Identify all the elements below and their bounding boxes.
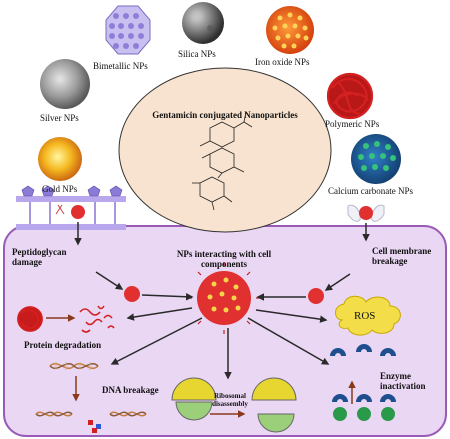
polymeric-np-icon — [326, 72, 374, 120]
calcium-carbonate-np-icon — [351, 134, 401, 184]
arrow-breakage-to-np — [324, 273, 351, 291]
label-silica-nps: Silica NPs — [178, 49, 216, 59]
label-cell-center: NPs interacting with cell components — [176, 249, 272, 269]
conjugate-oval — [118, 67, 332, 233]
label-membrane-breakage: Cell membrane breakage — [372, 246, 432, 266]
dna-icon — [49, 362, 99, 370]
gold-np-icon — [38, 137, 82, 181]
label-calcium-carbonate-nps: Calcium carbonate NPs — [328, 186, 413, 196]
np-right — [308, 288, 324, 304]
arrow-to-dna — [110, 317, 203, 365]
silica-np-icon — [182, 2, 224, 44]
cell-membrane-icon — [347, 204, 385, 222]
label-ros: ROS — [354, 310, 376, 322]
label-bimetallic-nps: Bimetallic NPs — [93, 61, 148, 71]
label-iron-oxide-nps: Iron oxide NPs — [255, 57, 310, 67]
label-enzyme-inactivation: Enzyme inactivation — [380, 371, 426, 391]
center-title: Gentamicin conjugated Nanoparticles — [152, 110, 298, 120]
label-peptidoglycan-damage: Peptidoglycan damage — [12, 247, 67, 267]
central-np-icon — [188, 262, 260, 334]
protein-icon — [17, 306, 43, 332]
label-silver-nps: Silver NPs — [40, 113, 79, 123]
iron-oxide-np-icon — [266, 6, 314, 54]
label-dna-breakage: DNA breakage — [102, 385, 159, 395]
label-gold-nps: Gold NPs — [42, 184, 78, 194]
bimetallic-np-icon — [105, 5, 151, 55]
arrow-to-protein — [126, 307, 193, 321]
np-peptidoglycan — [71, 205, 85, 219]
label-ribosomal-disassembly: Ribosomal disassembly — [212, 392, 248, 408]
arrow-np-left — [141, 293, 194, 301]
label-polymeric-nps: Polymeric NPs — [325, 119, 380, 129]
ros-cloud — [335, 295, 401, 336]
np-left — [124, 286, 140, 302]
enzyme-icon — [330, 344, 396, 421]
arrow-damage-to-np — [95, 271, 124, 290]
arrow-to-ros — [255, 309, 328, 323]
dna-fragments-icon — [35, 411, 147, 433]
gentamicin-structure — [192, 111, 253, 211]
label-protein-degradation: Protein degradation — [24, 340, 102, 350]
ribosome-icon — [171, 377, 217, 421]
protein-fragments-icon — [79, 305, 115, 333]
small-nps — [71, 205, 373, 304]
silver-np-icon — [40, 59, 90, 109]
ribosome-disassembled-icon — [251, 377, 297, 433]
arrow-to-enzyme — [247, 317, 330, 365]
peptidoglycan-layer-icon — [16, 185, 126, 230]
np-membrane — [359, 206, 373, 220]
